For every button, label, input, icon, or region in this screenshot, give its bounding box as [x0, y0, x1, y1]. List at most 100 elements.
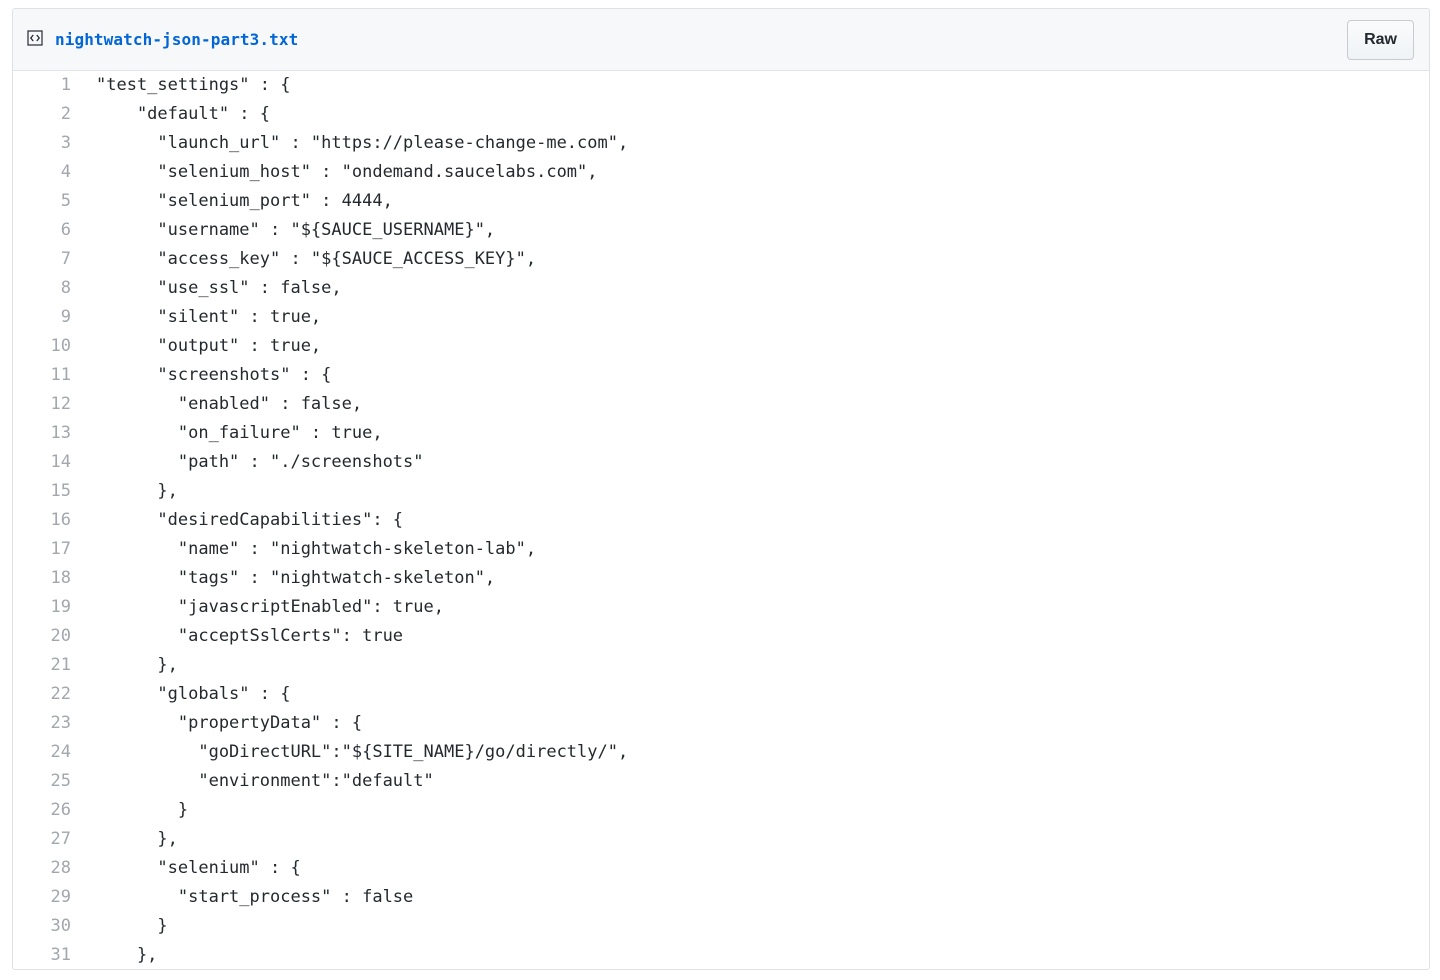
line-number[interactable]: 1	[60, 75, 71, 95]
code-line: 5 "selenium_port" : 4444,	[13, 187, 1429, 216]
line-code: "username" : "${SAUCE_USERNAME}",	[96, 220, 496, 240]
line-code: "selenium_host" : "ondemand.saucelabs.co…	[96, 162, 598, 182]
line-number[interactable]: 2	[60, 104, 71, 124]
raw-button[interactable]: Raw	[1347, 19, 1414, 60]
line-number[interactable]: 5	[60, 191, 71, 211]
file-header: nightwatch-json-part3.txt Raw	[13, 9, 1429, 71]
line-code: "tags" : "nightwatch-skeleton",	[96, 568, 496, 588]
line-code: },	[96, 829, 178, 849]
line-number[interactable]: 6	[60, 220, 71, 240]
line-code: "silent" : true,	[96, 307, 322, 327]
line-code: "desiredCapabilities": {	[96, 510, 404, 530]
line-number[interactable]: 28	[50, 858, 71, 878]
code-line: 19 "javascriptEnabled": true,	[13, 593, 1429, 622]
line-number[interactable]: 4	[60, 162, 71, 182]
line-code: "environment":"default"	[96, 771, 434, 791]
code-line: 1 "test_settings" : {	[13, 71, 1429, 100]
line-number[interactable]: 13	[50, 423, 71, 443]
line-code: "enabled" : false,	[96, 394, 363, 414]
line-code: "on_failure" : true,	[96, 423, 383, 443]
line-number[interactable]: 23	[50, 713, 71, 733]
line-number[interactable]: 9	[60, 307, 71, 327]
line-number[interactable]: 17	[50, 539, 71, 559]
line-number[interactable]: 12	[50, 394, 71, 414]
line-code: "path" : "./screenshots"	[96, 452, 424, 472]
line-code: },	[96, 655, 178, 675]
code-line: 11 "screenshots" : {	[13, 361, 1429, 390]
line-number[interactable]: 18	[50, 568, 71, 588]
line-code: "acceptSslCerts": true	[96, 626, 404, 646]
line-number[interactable]: 3	[60, 133, 71, 153]
code-line: 30 }	[13, 912, 1429, 941]
line-number[interactable]: 27	[50, 829, 71, 849]
code-line: 17 "name" : "nightwatch-skeleton-lab",	[13, 535, 1429, 564]
code-line: 16 "desiredCapabilities": {	[13, 506, 1429, 535]
code-line: 18 "tags" : "nightwatch-skeleton",	[13, 564, 1429, 593]
line-code: }	[96, 800, 189, 820]
line-number[interactable]: 24	[50, 742, 71, 762]
line-code: },	[96, 481, 178, 501]
code-line: 9 "silent" : true,	[13, 303, 1429, 332]
file-code-icon	[27, 30, 43, 46]
code-line: 23 "propertyData" : {	[13, 709, 1429, 738]
line-code: "use_ssl" : false,	[96, 278, 342, 298]
line-code: "access_key" : "${SAUCE_ACCESS_KEY}",	[96, 249, 537, 269]
code-line: 13 "on_failure" : true,	[13, 419, 1429, 448]
code-line: 27 },	[13, 825, 1429, 854]
code-line: 7 "access_key" : "${SAUCE_ACCESS_KEY}",	[13, 245, 1429, 274]
line-number[interactable]: 29	[50, 887, 71, 907]
line-number[interactable]: 14	[50, 452, 71, 472]
code-line: 15 },	[13, 477, 1429, 506]
code-line: 20 "acceptSslCerts": true	[13, 622, 1429, 651]
line-number[interactable]: 7	[60, 249, 71, 269]
line-code: "name" : "nightwatch-skeleton-lab",	[96, 539, 537, 559]
line-code: },	[96, 945, 158, 965]
code-line: 14 "path" : "./screenshots"	[13, 448, 1429, 477]
line-code: }	[96, 916, 168, 936]
line-number[interactable]: 15	[50, 481, 71, 501]
code-line: 10 "output" : true,	[13, 332, 1429, 361]
line-code: "globals" : {	[96, 684, 291, 704]
code-line: 8 "use_ssl" : false,	[13, 274, 1429, 303]
line-number[interactable]: 20	[50, 626, 71, 646]
file-name-link[interactable]: nightwatch-json-part3.txt	[55, 30, 299, 49]
file-info: nightwatch-json-part3.txt	[27, 30, 298, 49]
line-code: "launch_url" : "https://please-change-me…	[96, 133, 629, 153]
gist-file: nightwatch-json-part3.txt Raw 1 "test_set…	[12, 8, 1430, 970]
code-view: 1"test_settings" : {2 "default" : {3 "la…	[13, 71, 1429, 969]
line-number[interactable]: 19	[50, 597, 71, 617]
code-line: 26 }	[13, 796, 1429, 825]
line-number[interactable]: 22	[50, 684, 71, 704]
line-number[interactable]: 8	[60, 278, 71, 298]
line-number[interactable]: 31	[50, 945, 71, 965]
code-line: 22 "globals" : {	[13, 680, 1429, 709]
line-code: "propertyData" : {	[96, 713, 363, 733]
line-code: "goDirectURL":"${SITE_NAME}/go/directly/…	[96, 742, 629, 762]
line-number[interactable]: 25	[50, 771, 71, 791]
line-code: "default" : {	[96, 104, 270, 124]
code-line: 29 "start_process" : false	[13, 883, 1429, 912]
code-line: 24 "goDirectURL":"${SITE_NAME}/go/direct…	[13, 738, 1429, 767]
line-number[interactable]: 21	[50, 655, 71, 675]
line-code: "test_settings" : {	[96, 75, 291, 95]
line-number[interactable]: 16	[50, 510, 71, 530]
code-line: 2 "default" : {	[13, 100, 1429, 129]
line-number[interactable]: 30	[50, 916, 71, 936]
code-line: 4 "selenium_host" : "ondemand.saucelabs.…	[13, 158, 1429, 187]
code-line: 28 "selenium" : {	[13, 854, 1429, 883]
line-number[interactable]: 10	[50, 336, 71, 356]
code-line: 21 },	[13, 651, 1429, 680]
code-line: 25 "environment":"default"	[13, 767, 1429, 796]
line-code: "screenshots" : {	[96, 365, 332, 385]
code-line: 3 "launch_url" : "https://please-change-…	[13, 129, 1429, 158]
code-line: 31 },	[13, 941, 1429, 969]
line-number[interactable]: 26	[50, 800, 71, 820]
line-code: "output" : true,	[96, 336, 322, 356]
line-number[interactable]: 11	[50, 365, 71, 385]
code-line: 12 "enabled" : false,	[13, 390, 1429, 419]
line-code: "start_process" : false	[96, 887, 414, 907]
code-line: 6 "username" : "${SAUCE_USERNAME}",	[13, 216, 1429, 245]
line-code: "javascriptEnabled": true,	[96, 597, 444, 617]
line-code: "selenium_port" : 4444,	[96, 191, 393, 211]
line-code: "selenium" : {	[96, 858, 301, 878]
